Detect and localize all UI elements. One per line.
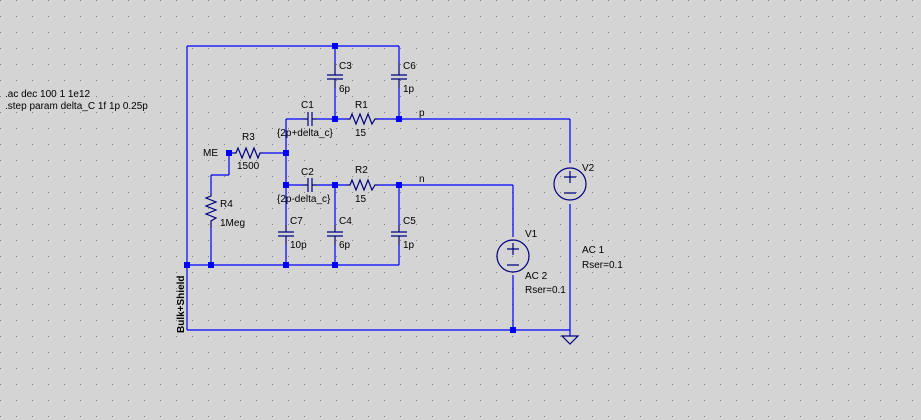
resistor-r1[interactable] <box>347 112 378 126</box>
ac-directive[interactable]: .ac dec 100 1 1e12 <box>5 89 91 100</box>
junction-dot <box>332 262 338 268</box>
c4-value: 6p <box>339 240 351 251</box>
junctions <box>184 43 516 333</box>
r4-value: 1Meg <box>220 218 245 229</box>
net-label-p[interactable]: p <box>419 108 425 119</box>
r2-value: 15 <box>355 194 367 205</box>
capacitor-c1[interactable] <box>303 112 317 126</box>
c5-value: 1p <box>403 240 415 251</box>
resistor-r3[interactable] <box>233 146 262 160</box>
v1-ac: AC 2 <box>525 271 548 282</box>
capacitor-c6[interactable] <box>391 63 407 88</box>
junction-dot <box>332 116 338 122</box>
resistor-r4[interactable] <box>204 193 218 228</box>
junction-dot <box>283 150 289 156</box>
c5-name: C5 <box>403 216 416 227</box>
step-directive[interactable]: .step param delta_C 1f 1p 0.25p <box>5 101 148 112</box>
capacitor-c5[interactable] <box>391 225 407 245</box>
resistor-r2[interactable] <box>347 178 378 192</box>
c2-value: {2p-delta_c} <box>277 194 331 205</box>
junction-dot <box>184 262 190 268</box>
c2-name: C2 <box>301 167 314 178</box>
r2-name: R2 <box>355 165 368 176</box>
v1-name: V1 <box>525 229 538 240</box>
capacitor-c7[interactable] <box>278 225 294 245</box>
r1-name: R1 <box>355 100 368 111</box>
junction-dot <box>332 182 338 188</box>
voltage-source-v2[interactable] <box>553 167 587 201</box>
capacitor-c2[interactable] <box>303 178 317 192</box>
junction-dot <box>332 43 338 49</box>
c1-name: C1 <box>301 100 314 111</box>
c7-value: 10p <box>290 240 307 251</box>
junction-dot <box>396 182 402 188</box>
c4-name: C4 <box>339 216 352 227</box>
junction-dot <box>396 116 402 122</box>
capacitor-c3[interactable] <box>327 63 343 88</box>
net-label-me[interactable]: ME <box>203 148 218 159</box>
c6-name: C6 <box>403 61 416 72</box>
v2-name: V2 <box>582 163 595 174</box>
c1-value: {2p+delta_c} <box>277 128 334 139</box>
voltage-source-v1[interactable] <box>496 239 530 273</box>
r1-value: 15 <box>355 128 367 139</box>
v2-rser: Rser=0.1 <box>582 260 623 271</box>
junction-dot <box>208 262 214 268</box>
net-label-n[interactable]: n <box>419 174 425 185</box>
r3-name: R3 <box>242 132 255 143</box>
junction-dot <box>283 262 289 268</box>
r3-value: 1500 <box>237 161 260 172</box>
c3-value: 6p <box>339 84 351 95</box>
junction-dot <box>226 150 232 156</box>
c3-name: C3 <box>339 61 352 72</box>
junction-dot <box>283 182 289 188</box>
c7-name: C7 <box>290 216 303 227</box>
ground-symbol[interactable] <box>560 335 580 345</box>
capacitor-c4[interactable] <box>327 225 343 245</box>
r4-name: R4 <box>220 199 233 210</box>
c6-value: 1p <box>403 84 415 95</box>
v2-ac: AC 1 <box>582 245 605 256</box>
v1-rser: Rser=0.1 <box>525 285 566 296</box>
junction-dot <box>510 327 516 333</box>
net-label-bulk-shield[interactable]: Bulk+Shield <box>176 275 187 333</box>
